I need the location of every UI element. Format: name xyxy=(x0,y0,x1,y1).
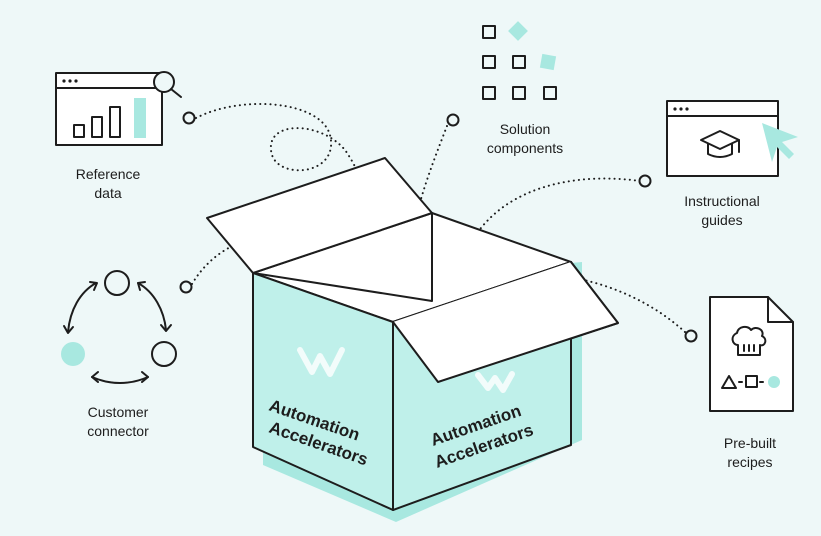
label-instructional-guides: Instructional guides xyxy=(662,192,782,230)
graduation-cap-window-icon xyxy=(666,100,798,177)
label-instructional-guides-line2: guides xyxy=(701,212,743,228)
label-instructional-guides-line1: Instructional xyxy=(684,193,760,209)
endpoint-solution-components xyxy=(446,113,460,127)
connector-instructional-guides xyxy=(459,177,641,271)
component-grid-icon xyxy=(482,21,557,100)
label-customer-connector: Customer connector xyxy=(68,403,168,441)
label-solution-components: Solution components xyxy=(470,120,580,158)
endpoint-instructional-guides xyxy=(638,174,652,188)
endpoint-prebuilt-recipes xyxy=(684,329,698,343)
label-reference-data: Reference data xyxy=(58,165,158,203)
label-prebuilt-recipes: Pre-built recipes xyxy=(700,434,800,472)
automation-accelerators-box: Automation Accelerators Automation Accel… xyxy=(206,157,619,522)
endpoint-customer-connector xyxy=(179,280,193,294)
box-flap-back xyxy=(206,157,433,274)
label-prebuilt-recipes-line1: Pre-built xyxy=(723,435,777,451)
label-prebuilt-recipes-line2: recipes xyxy=(727,454,773,470)
label-solution-components-line1: Solution xyxy=(499,121,551,137)
label-customer-connector-line2: connector xyxy=(87,423,149,439)
chef-recipe-icon xyxy=(709,296,794,412)
bar-chart-window-icon xyxy=(55,71,182,146)
endpoint-reference-data xyxy=(182,111,196,125)
label-reference-data-line1: Reference xyxy=(75,166,141,182)
cycle-connector-icon xyxy=(61,270,177,384)
label-reference-data-line2: data xyxy=(94,185,122,201)
connector-endpoints xyxy=(179,111,698,343)
label-solution-components-line2: components xyxy=(486,140,564,156)
label-customer-connector-line1: Customer xyxy=(87,404,149,420)
w-logo-icon xyxy=(297,347,345,377)
